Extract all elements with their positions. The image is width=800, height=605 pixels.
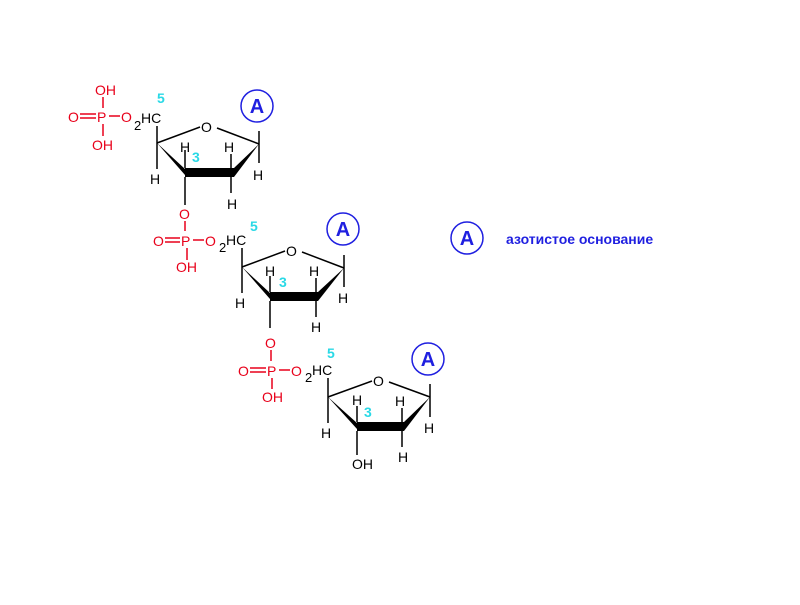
base-label: A — [250, 96, 264, 118]
carbon-3-label: 3 — [364, 404, 372, 420]
phosphate-o-link: O — [179, 206, 190, 222]
h-c2-up: H — [224, 139, 234, 155]
base-label: A — [336, 219, 350, 241]
ring-oxygen: O — [373, 373, 384, 389]
h-c2-up: H — [309, 263, 319, 279]
carbon-3-label: 3 — [192, 149, 200, 165]
carbon-5-label: 5 — [250, 218, 258, 234]
phosphorus-atom: P — [181, 233, 190, 249]
nucleotide-1: OH O P O OH 2 HC 5 O H H 3 — [68, 82, 274, 212]
h-c4: H — [235, 295, 245, 311]
phosphate-group-2: O O P O OH — [153, 206, 216, 275]
h-c1: H — [338, 290, 348, 306]
phosphate-oh-bottom: OH — [262, 389, 283, 405]
phosphate-oh-bottom: OH — [176, 259, 197, 275]
h-c3: H — [180, 139, 190, 155]
legend-base-symbol: A — [460, 228, 474, 250]
carbon-5-label: 5 — [327, 345, 335, 361]
base-1: A — [240, 89, 274, 123]
base-label: A — [421, 349, 435, 371]
legend-description: азотистое основание — [506, 231, 653, 247]
phosphate-ester-o: O — [121, 109, 132, 125]
nucleotide-2: O O P O OH 2 HC 5 O H H 3 H — [153, 206, 360, 335]
deoxyribose-ring-2: O H H 3 H H H — [235, 243, 348, 335]
carbon-5-label: 5 — [157, 90, 165, 106]
ch2-label: HC — [141, 110, 161, 126]
phosphate-ester-o: O — [205, 233, 216, 249]
phosphate-double-o: O — [68, 109, 79, 125]
phosphate-double-o: O — [238, 363, 249, 379]
phosphate-oh-bottom: OH — [92, 137, 113, 153]
phosphate-oh-top: OH — [95, 82, 116, 98]
legend-base-circle — [450, 221, 484, 255]
h-c3: H — [352, 392, 362, 408]
ring-oxygen: O — [286, 243, 297, 259]
ch2-subscript: 2 — [134, 118, 141, 133]
phosphate-ester-o: O — [291, 363, 302, 379]
h-c1: H — [253, 167, 263, 183]
carbon-3-label: 3 — [279, 274, 287, 290]
phosphorus-atom: P — [97, 109, 106, 125]
ch2-subscript: 2 — [219, 240, 226, 255]
phosphate-o-link: O — [265, 335, 276, 351]
ch2-label: HC — [226, 232, 246, 248]
phosphorus-atom: P — [267, 363, 276, 379]
deoxyribose-ring-3: O H H 3 H H H OH — [321, 373, 434, 472]
ch2-label: HC — [312, 362, 332, 378]
h-c4: H — [150, 171, 160, 187]
h-c2-down: H — [311, 319, 321, 335]
legend: A азотистое основание — [450, 221, 653, 255]
deoxyribose-ring-1: O H H 3 H H H — [150, 119, 263, 212]
h-c3: H — [265, 263, 275, 279]
phosphate-group-3: O O P O OH — [238, 335, 302, 405]
ring-oxygen: O — [201, 119, 212, 135]
nucleotide-3: O O P O OH 2 HC 5 O H H 3 H — [238, 335, 445, 472]
base-3: A — [411, 342, 445, 376]
terminal-oh: OH — [352, 456, 373, 472]
h-c4: H — [321, 425, 331, 441]
phosphate-group-1: OH O P O OH — [68, 82, 132, 153]
h-c1: H — [424, 420, 434, 436]
h-c2-down: H — [227, 196, 237, 212]
h-c2-down: H — [398, 449, 408, 465]
phosphate-double-o: O — [153, 233, 164, 249]
h-c2-up: H — [395, 393, 405, 409]
base-2: A — [326, 212, 360, 246]
ch2-subscript: 2 — [305, 370, 312, 385]
